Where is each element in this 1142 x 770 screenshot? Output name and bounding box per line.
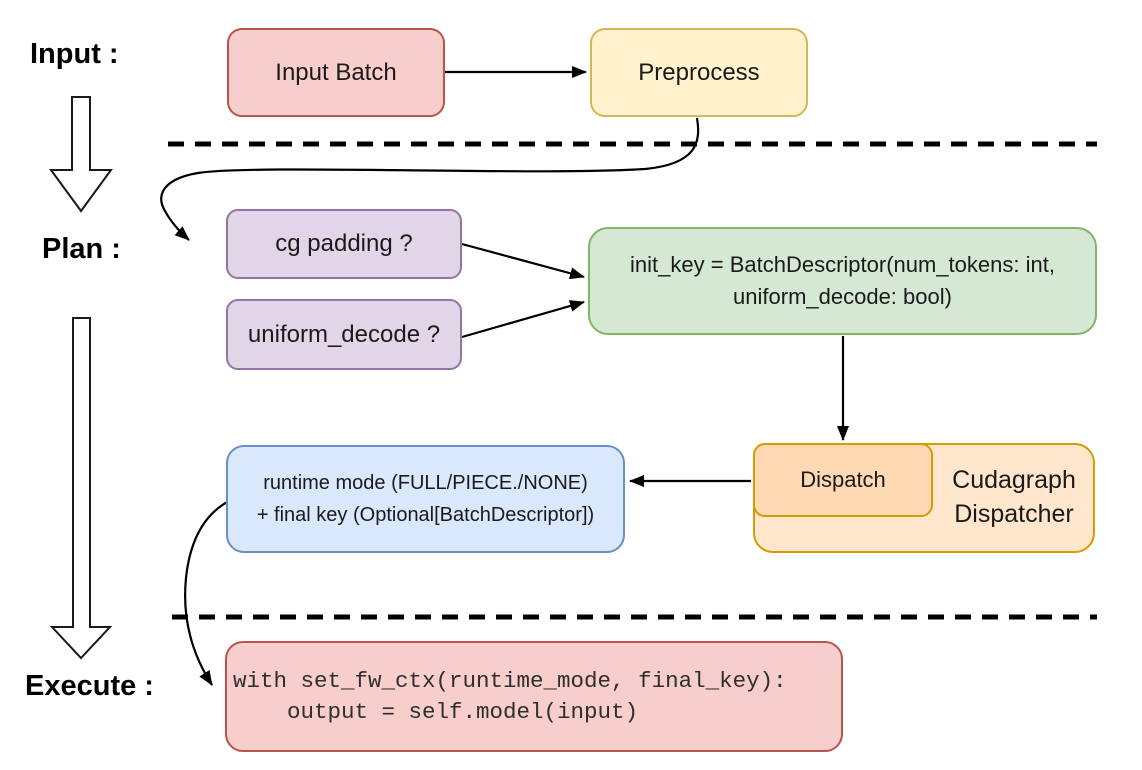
- flow-arrow-input-to-plan-icon: [49, 96, 113, 213]
- node-cg-padding: cg padding ?: [226, 209, 462, 279]
- node-cudagraph-line1: Cudagraph: [952, 466, 1076, 495]
- execute-code-line1: with set_fw_ctx(runtime_mode, final_key)…: [233, 668, 787, 695]
- execute-code-line2: output = self.model(input): [233, 698, 639, 725]
- node-cudagraph-line2: Dispatcher: [954, 500, 1074, 528]
- node-input-batch: Input Batch: [227, 28, 445, 117]
- node-init-key: init_key = BatchDescriptor(num_tokens: i…: [588, 227, 1097, 335]
- node-runtime-mode-line1: runtime mode (FULL/PIECE./NONE): [263, 472, 588, 494]
- node-dispatch: Dispatch: [753, 443, 933, 517]
- arrow-cg-padding-to-init-key: [461, 242, 585, 280]
- node-runtime-mode-line2: + final key (Optional[BatchDescriptor]): [256, 504, 595, 526]
- stage-label-input: Input :: [30, 38, 119, 70]
- stage-label-plan: Plan :: [42, 233, 121, 265]
- stage-label-execute: Execute :: [25, 670, 154, 702]
- node-preprocess-label: Preprocess: [638, 58, 760, 86]
- node-dispatch-label: Dispatch: [800, 466, 886, 492]
- node-preprocess: Preprocess: [590, 28, 808, 117]
- node-runtime-mode: runtime mode (FULL/PIECE./NONE) + final …: [226, 445, 625, 553]
- node-input-batch-label: Input Batch: [275, 58, 397, 86]
- node-init-key-line1: init_key = BatchDescriptor(num_tokens: i…: [630, 252, 1055, 278]
- node-uniform-decode: uniform_decode ?: [226, 299, 462, 370]
- arrow-uniform-decode-to-init-key: [461, 300, 585, 339]
- flow-arrow-plan-to-execute-icon: [49, 317, 113, 660]
- node-uniform-decode-label: uniform_decode ?: [247, 320, 441, 348]
- node-execute-code: with set_fw_ctx(runtime_mode, final_key)…: [225, 641, 843, 752]
- node-cg-padding-label: cg padding ?: [275, 230, 413, 258]
- node-init-key-line2: uniform_decode: bool): [733, 284, 952, 309]
- node-cudagraph-dispatcher-text: Cudagraph Dispatcher: [935, 445, 1093, 551]
